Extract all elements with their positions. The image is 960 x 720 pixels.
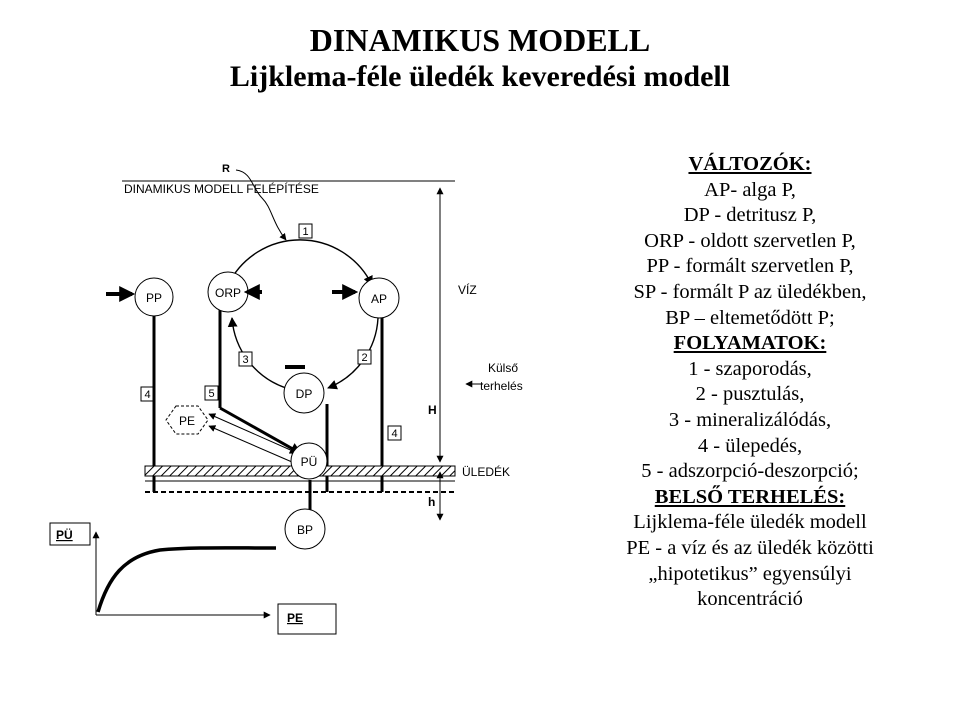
legend-heading-text: BELSŐ TERHELÉS:: [654, 485, 846, 508]
water-depth-label: H: [428, 403, 437, 417]
node-pp-label: PP: [146, 291, 162, 305]
legend-panel: VÁLTOZÓK: AP- alga P, DP - detritusz P,ORP…: [560, 152, 940, 613]
legend-item: ORP - oldott szervetlen P,: [644, 229, 856, 252]
pu-to-pe-arrow: [208, 413, 296, 453]
legend-item: PP - formált szervetlen P,: [646, 255, 854, 278]
process-number-2: 2: [361, 352, 367, 364]
page-title: DINAMIKUS MODELL: [309, 22, 651, 58]
node-ap: [358, 277, 400, 319]
structure-label: DINAMIKUS MODELL FELÉPÍTÉSE: [124, 181, 319, 196]
legend-item: 4 - ülepedés,: [697, 434, 803, 457]
legend-heading-text: VÁLTOZÓK:: [688, 153, 812, 175]
legend-item: 5 - adszorpció-deszorpció;: [641, 460, 859, 483]
external-load-label-2: terhelés: [480, 379, 523, 393]
node-pe: [165, 405, 209, 435]
legend-heading: FOLYAMATOK:: [560, 331, 940, 357]
legend-item: BP – eltemetődött P;: [665, 306, 835, 329]
curve-y-label-box: [49, 522, 91, 546]
pu-to-pe-arrow-lower: [208, 425, 293, 463]
legend-item: koncentráció: [697, 588, 803, 611]
curve-x-label-box: [277, 603, 337, 635]
process-box-1: [298, 223, 313, 239]
node-bp-label: BP: [297, 523, 313, 537]
process-box-3: [238, 351, 253, 367]
legend-heading: VÁLTOZÓK:: [560, 152, 940, 178]
node-bp: [284, 508, 326, 550]
legend-item: 3 - mineralizálódás,: [668, 408, 832, 431]
node-dp: [283, 372, 325, 414]
process-number-5: 5: [208, 388, 214, 400]
node-ap-label: AP: [371, 292, 387, 306]
process-number-3: 3: [242, 354, 248, 366]
node-pu-label: PÜ: [301, 455, 318, 469]
curve-x-label: PE: [287, 611, 303, 625]
node-pu: [290, 442, 328, 480]
orp-to-pu-arrow: [219, 406, 303, 455]
legend-item: Lijklema-féle üledék modell: [633, 511, 867, 534]
process-box-2: [357, 349, 372, 365]
equilibrium-curve: [96, 546, 277, 613]
legend-item: AP- alga P,: [704, 178, 796, 201]
process-number-4-left: 4: [144, 389, 150, 401]
legend-item: PE - a víz és az üledék közötti: [626, 536, 874, 559]
water-label: VÍZ: [458, 282, 477, 297]
node-orp-label: ORP: [215, 286, 241, 300]
process-box-5: [204, 385, 219, 401]
legend-item: 1 - szaporodás,: [688, 357, 812, 380]
legend-item: SP - formált P az üledékben,: [633, 280, 867, 303]
sediment-label: ÜLEDÉK: [462, 464, 510, 479]
load-label-r: R: [222, 163, 230, 175]
curve-y-label: PÜ: [56, 527, 73, 542]
page-subtitle: Lijklema-féle üledék keveredési modell: [229, 60, 731, 93]
process-number-4-right: 4: [391, 428, 397, 440]
node-dp-label: DP: [296, 387, 313, 401]
legend-heading: BELSŐ TERHELÉS:: [560, 485, 940, 511]
legend-item: „hipotetikus” egyensúlyi: [648, 562, 852, 585]
growth-arc: [227, 239, 373, 286]
node-pe-label: PE: [179, 414, 195, 428]
external-load-arrow-r: [235, 169, 287, 241]
sediment-depth-label: h: [428, 495, 435, 509]
process-number-1: 1: [302, 226, 308, 238]
external-load-label-1: Külső: [488, 361, 518, 375]
process-box-4-right: [387, 425, 402, 441]
legend-heading-text: FOLYAMATOK:: [673, 332, 827, 355]
legend-item: DP - detritusz P,: [683, 204, 817, 227]
legend-item: 2 - pusztulás,: [695, 383, 805, 406]
